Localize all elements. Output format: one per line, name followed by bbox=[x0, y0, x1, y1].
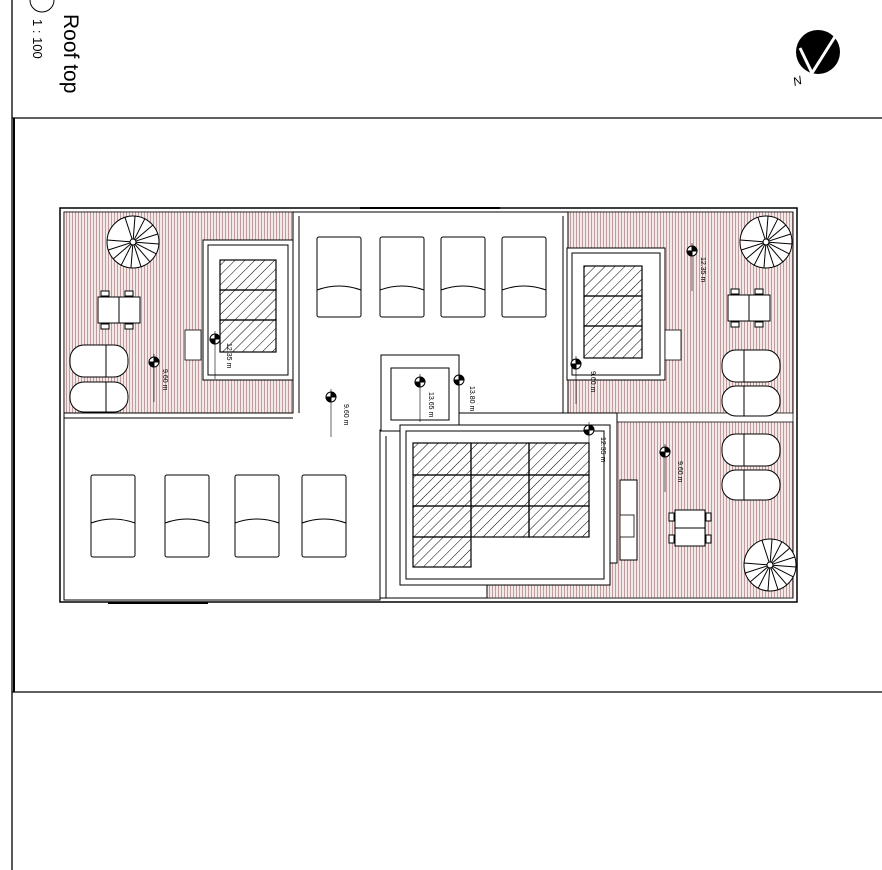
level-markers bbox=[148, 243, 698, 492]
level-label: 9.60 m bbox=[161, 369, 168, 391]
stair-tread bbox=[749, 566, 769, 583]
stair-tread bbox=[768, 233, 791, 242]
stair-tread bbox=[744, 562, 768, 566]
stair-tread bbox=[767, 567, 771, 591]
level-label: 9.60 m bbox=[342, 404, 349, 426]
level-label: 12.35 m bbox=[599, 437, 606, 463]
stair-tread bbox=[771, 566, 788, 586]
stair-tread bbox=[120, 244, 133, 266]
level-label: 13.80 m bbox=[468, 386, 475, 412]
drawing-scale: 1 : 100 bbox=[30, 19, 45, 59]
sheet-frame bbox=[11, 0, 882, 870]
level-label: 12.35 m bbox=[225, 343, 232, 369]
stair-tread bbox=[768, 242, 790, 255]
rooftop-units bbox=[90, 236, 547, 558]
stair-tread bbox=[135, 233, 158, 242]
drawing-title: Roof top bbox=[59, 14, 82, 94]
stair-tread bbox=[741, 242, 764, 251]
sun-loungers bbox=[69, 344, 781, 501]
stair-tread bbox=[771, 547, 791, 564]
stair-tread bbox=[130, 244, 134, 268]
stair-tread bbox=[757, 567, 770, 589]
stair-tread bbox=[765, 216, 769, 240]
stair-tread bbox=[745, 243, 765, 260]
stair-tread bbox=[745, 565, 768, 574]
level-label: 13.65 m bbox=[427, 392, 434, 418]
stair-tread bbox=[135, 241, 159, 245]
stair-tread bbox=[767, 243, 784, 263]
stair-tread bbox=[766, 244, 775, 267]
stair-tread bbox=[757, 217, 766, 240]
stair-tread bbox=[772, 565, 794, 578]
stair-tread bbox=[767, 224, 787, 241]
level-label: 9.60 m bbox=[589, 371, 596, 393]
stair-tread bbox=[772, 556, 795, 565]
level-label: 12.35 m bbox=[699, 257, 706, 283]
stair-tread bbox=[769, 539, 773, 563]
level-label: 9.60 m bbox=[676, 461, 683, 483]
stair-tread bbox=[132, 216, 136, 240]
stair-tread bbox=[133, 244, 142, 267]
spiral-stair-icon bbox=[106, 215, 797, 592]
stair-blocks bbox=[184, 329, 682, 538]
stair-tread bbox=[124, 217, 133, 240]
solar-panels bbox=[219, 259, 643, 568]
table-sets bbox=[97, 288, 771, 547]
stair-tread bbox=[133, 218, 146, 240]
stair-tread bbox=[135, 242, 157, 255]
stair-tread bbox=[134, 243, 151, 263]
stair-tread bbox=[768, 241, 792, 245]
stair-tread bbox=[770, 541, 783, 563]
stair-tread bbox=[107, 239, 131, 243]
stair-tread bbox=[772, 564, 796, 568]
stair-tread bbox=[753, 244, 766, 266]
stair-tread bbox=[770, 567, 779, 590]
stair-tread bbox=[108, 242, 131, 251]
north-arrow-icon bbox=[796, 30, 840, 77]
stair-tread bbox=[766, 218, 779, 240]
stair-tread bbox=[761, 540, 770, 563]
stair-tread bbox=[740, 239, 764, 243]
view-marker-icon bbox=[29, 0, 55, 13]
stair-tread bbox=[112, 243, 132, 260]
stair-tread bbox=[134, 224, 154, 241]
stair-tread bbox=[763, 244, 767, 268]
